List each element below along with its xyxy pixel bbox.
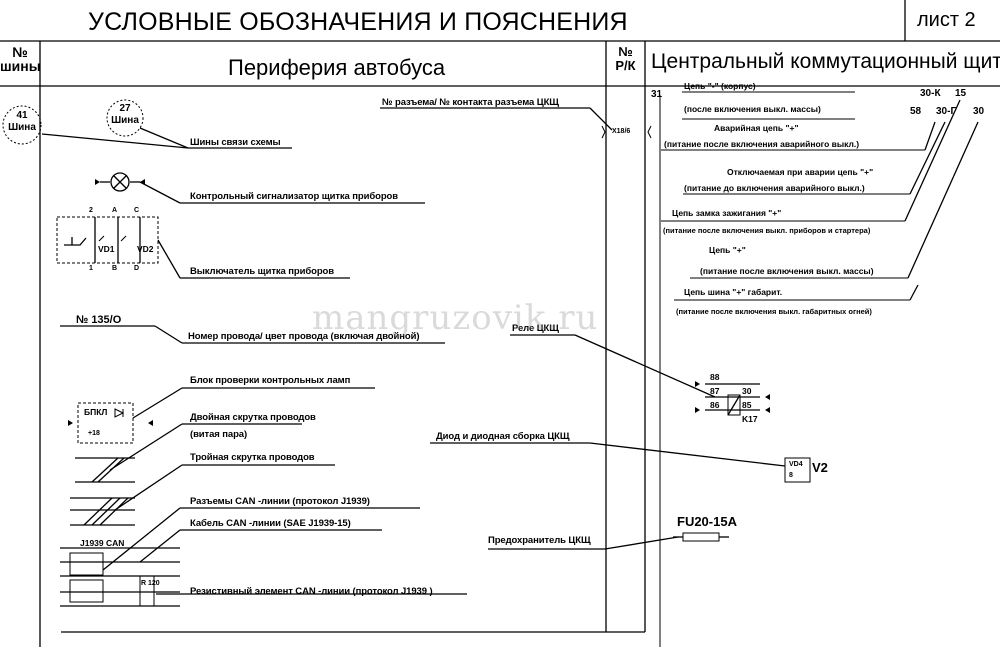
can-cable-label: Кабель CAN -линии (SAE J1939-15) <box>190 518 351 529</box>
disconnectable-sub: (питание до включения аварийного выкл.) <box>684 183 865 193</box>
twisted-pair-label: Двойная скрутка проводов <box>190 412 316 423</box>
rk-header: № Р/К <box>606 45 645 73</box>
emergency-label: Аварийная цепь "+" <box>714 123 799 133</box>
circuit-number: 30-К <box>920 88 941 99</box>
marker-sub: (питание после включения выкл. габаритны… <box>676 307 872 316</box>
disconnectable-label: Отключаемая при аварии цепь "+" <box>727 167 874 177</box>
bus41-number: 41 <box>16 110 28 121</box>
circuit-number: 30-Г <box>936 106 957 117</box>
wire-desc-label: Номер провода/ цвет провода (включая дво… <box>188 331 420 342</box>
diode-label: Диод и диодная сборка ЦКЩ <box>436 431 570 442</box>
marker-label: Цепь шина "+" габарит. <box>684 287 783 297</box>
lamp-block-label: Блок проверки контрольных ламп <box>190 375 351 386</box>
plus-sub: (питание после включения выкл. массы) <box>700 266 874 276</box>
switch-pin: D <box>134 265 140 272</box>
bus41-symbol: 41 Шина <box>7 110 37 134</box>
switch-pin: C <box>134 207 140 214</box>
j1939-label: J1939 CAN <box>80 538 125 548</box>
bus-no-line1: № <box>12 44 28 60</box>
can-connectors-label: Разъемы CAN -линии (протокол J1939) <box>190 496 370 507</box>
ground-label: Цепь "-" (корпус) <box>684 81 756 91</box>
relay-pin: 85 <box>742 400 752 410</box>
bpkl-label: БПКЛ <box>84 407 108 417</box>
central-header: Центральный коммутационный щит <box>651 50 1000 73</box>
resistor-label: Резистивный элемент CAN -линии (протокол… <box>190 586 433 597</box>
ignition-sub: (питание после включения выкл. приборов … <box>663 226 871 235</box>
relay-name: K17 <box>742 414 758 424</box>
bus-no-line2: шины <box>0 58 41 74</box>
switch-pin: A <box>112 207 118 214</box>
switch-pin: 1 <box>89 265 93 272</box>
relay-pin: 30 <box>742 386 752 396</box>
circuit-number: 31 <box>651 89 663 100</box>
bus41-word: Шина <box>8 122 36 133</box>
sheet-number: лист 2 <box>917 9 976 31</box>
ground-sub: (после включения выкл. массы) <box>684 104 821 114</box>
fuse-label: Предохранитель ЦКЩ <box>488 535 591 546</box>
circuit-number: 30 <box>973 106 985 117</box>
circuit-number: 15 <box>955 88 967 99</box>
vd1-label: VD1 <box>98 244 115 254</box>
switch-label: Выключатель щитка приборов <box>190 266 334 277</box>
circuit-number: 58 <box>910 106 922 117</box>
bus27-number: 27 <box>119 103 131 114</box>
indicator-label: Контрольный сигнализатор щитка приборов <box>190 191 398 202</box>
emergency-sub: (питание после включения аварийного выкл… <box>664 139 860 149</box>
triple-twist-label: Тройная скрутка проводов <box>190 452 315 463</box>
watermark: mangruzovik.ru <box>312 298 599 338</box>
diode-ref: VD4 <box>789 461 803 468</box>
switch-pin: 2 <box>89 207 93 214</box>
connector-desc-label: № разъема/ № контакта разъема ЦКЩ <box>382 97 559 108</box>
switch-pin: B <box>112 265 118 272</box>
relay-pin: 87 <box>710 386 720 396</box>
connector-ref: X18/6 <box>612 128 631 135</box>
resistor-value: R 120 <box>141 580 160 587</box>
ignition-label: Цепь замка зажигания "+" <box>672 208 782 218</box>
bpkl-plus: +18 <box>88 430 100 437</box>
bus-links-label: Шины связи схемы <box>190 137 281 148</box>
vd2-label: VD2 <box>137 244 154 254</box>
relay-pin: 86 <box>710 400 720 410</box>
relay-pin: 88 <box>710 372 720 382</box>
rk-line2: Р/К <box>615 58 636 73</box>
relay-label: Реле ЦКЩ <box>512 323 559 334</box>
plus-label: Цепь "+" <box>709 245 746 255</box>
fuse-name: FU20-15A <box>677 514 737 529</box>
bus27-symbol: 27 Шина <box>110 103 140 127</box>
rk-line1: № <box>618 44 633 59</box>
diode-pin: 8 <box>789 472 793 479</box>
page-title: УСЛОВНЫЕ ОБОЗНАЧЕНИЯ И ПОЯСНЕНИЯ <box>88 8 628 36</box>
wire-sample: № 135/О <box>76 314 122 326</box>
bus-no-header: № шины <box>0 44 41 74</box>
diode-name: V2 <box>812 460 828 475</box>
bus27-word: Шина <box>111 115 139 126</box>
twisted-pair-sub: (витая пара) <box>190 429 248 440</box>
periphery-header: Периферия автобуса <box>228 55 446 80</box>
